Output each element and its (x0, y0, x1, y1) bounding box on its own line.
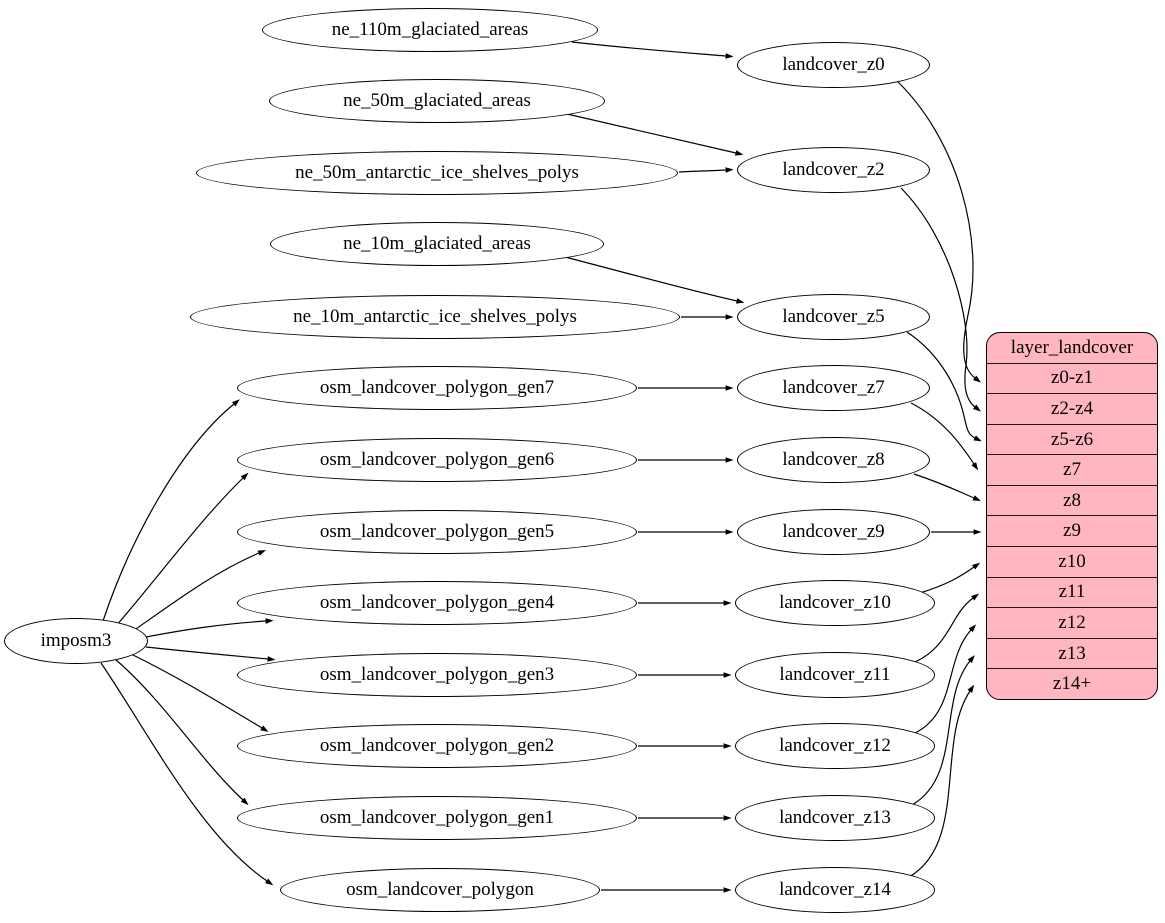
node-label: osm_landcover_polygon_gen4 (319, 592, 555, 613)
node-landcover-z14: landcover_z14 (735, 867, 935, 913)
table-row-z8: z8 (987, 484, 1157, 516)
table-row-z0-z1: z0-z1 (987, 362, 1157, 394)
node-label: landcover_z0 (782, 54, 885, 75)
node-landcover-z12: landcover_z12 (735, 723, 935, 769)
node-osm-landcover-polygon-gen7: osm_landcover_polygon_gen7 (237, 366, 637, 410)
node-label: osm_landcover_polygon_gen6 (319, 449, 555, 470)
edge-landcover_z8-row-z8 (913, 473, 981, 501)
edge-landcover_z10-row-z10 (919, 562, 981, 594)
node-ne-50m-antarctic-ice-shelves-polys: ne_50m_antarctic_ice_shelves_polys (196, 151, 678, 195)
node-label: ne_50m_glaciated_areas (343, 90, 531, 111)
table-row-label: z12 (1058, 611, 1086, 633)
node-landcover-z5: landcover_z5 (737, 294, 930, 340)
node-label: ne_50m_antarctic_ice_shelves_polys (295, 162, 579, 183)
edge-imposm3-osm_landcover_polygon_gen7 (102, 399, 240, 622)
edge-ne_10m_glaciated_areas-landcover_z5 (564, 256, 745, 304)
node-ne-110m-glaciated-areas: ne_110m_glaciated_areas (262, 8, 598, 52)
node-osm-landcover-polygon: osm_landcover_polygon (280, 868, 600, 912)
edge-ne_50m_glaciated_areas-landcover_z2 (566, 113, 744, 156)
node-landcover-z10: landcover_z10 (735, 580, 935, 626)
node-label: landcover_z5 (782, 306, 885, 327)
node-label: osm_landcover_polygon_gen5 (319, 521, 555, 542)
table-row-z13: z13 (987, 637, 1157, 669)
table-row-z2-z4: z2-z4 (987, 393, 1157, 424)
node-label: landcover_z13 (779, 807, 891, 828)
table-title: layer_landcover (1010, 336, 1134, 358)
edge-imposm3-osm_landcover_polygon_gen2 (130, 653, 269, 732)
node-label: landcover_z8 (782, 449, 885, 470)
edge-imposm3-osm_landcover_polygon_gen5 (132, 549, 266, 632)
node-osm-landcover-polygon-gen2: osm_landcover_polygon_gen2 (237, 724, 637, 768)
table-row-label: z10 (1058, 550, 1086, 572)
table-header: layer_landcover (987, 333, 1157, 363)
node-ne-10m-glaciated-areas: ne_10m_glaciated_areas (270, 222, 604, 266)
node-landcover-z8: landcover_z8 (737, 437, 930, 483)
edge-ne_110m_glaciated_areas-landcover_z0 (571, 41, 734, 59)
node-label: landcover_z10 (779, 592, 891, 613)
node-label: landcover_z2 (782, 159, 885, 180)
edge-imposm3-osm_landcover_polygon_gen4 (145, 618, 274, 638)
table-row-z10: z10 (987, 546, 1157, 577)
node-label: landcover_z12 (779, 735, 891, 756)
node-label: landcover_z11 (779, 664, 891, 685)
table-row-label: z0-z1 (1050, 367, 1094, 389)
table-row-label: z9 (1063, 520, 1081, 542)
node-label: osm_landcover_polygon_gen7 (319, 377, 555, 398)
node-landcover-z9: landcover_z9 (737, 509, 930, 555)
table-row-z7: z7 (987, 454, 1157, 485)
edge-landcover_z11-row-z11 (914, 593, 980, 663)
table-row-label: z11 (1058, 581, 1086, 603)
table-row-label: z8 (1063, 489, 1081, 511)
table-row-z5-z6: z5-z6 (987, 423, 1157, 455)
node-label: landcover_z7 (782, 377, 885, 398)
node-ne-50m-glaciated-areas: ne_50m_glaciated_areas (269, 79, 605, 123)
node-landcover-z7: landcover_z7 (737, 365, 930, 411)
node-label: osm_landcover_polygon_gen2 (319, 735, 555, 756)
node-landcover-z11: landcover_z11 (735, 652, 935, 698)
node-osm-landcover-polygon-gen5: osm_landcover_polygon_gen5 (237, 510, 637, 554)
edge-imposm3-osm_landcover_polygon_gen3 (145, 646, 276, 662)
edge-imposm3-osm_landcover_polygon_gen6 (115, 472, 249, 627)
table-row-z9: z9 (987, 515, 1157, 546)
edge-landcover_z2-row-z2-z4 (900, 187, 981, 412)
table-row-label: z2-z4 (1050, 397, 1094, 419)
node-label: landcover_z14 (779, 879, 891, 900)
node-label: osm_landcover_polygon_gen3 (319, 664, 555, 685)
edge-landcover_z5-row-z5-z6 (906, 331, 982, 442)
node-label: ne_10m_glaciated_areas (343, 233, 531, 254)
edge-imposm3-osm_landcover_polygon_gen1 (114, 658, 249, 806)
node-osm-landcover-polygon-gen4: osm_landcover_polygon_gen4 (237, 581, 637, 625)
edge-landcover_z0-row-z0-z1 (896, 80, 982, 383)
table-row-label: z14+ (1052, 673, 1092, 695)
edge-landcover_z12-row-z12 (914, 624, 977, 734)
node-landcover-z13: landcover_z13 (735, 795, 935, 841)
node-osm-landcover-polygon-gen6: osm_landcover_polygon_gen6 (237, 438, 637, 482)
node-label: ne_110m_glaciated_areas (331, 19, 529, 40)
edge-landcover_z13-row-z13 (911, 655, 975, 806)
node-ne-10m-antarctic-ice-shelves-polys: ne_10m_antarctic_ice_shelves_polys (190, 295, 680, 339)
node-label: osm_landcover_polygon (346, 879, 534, 900)
node-landcover-z0: landcover_z0 (737, 42, 930, 88)
table-layer-landcover: layer_landcover z0-z1 z2-z4 z5-z6 z7 z8 … (986, 332, 1158, 700)
edge-ne_50m_antarctic_ice_shelves_polys-landcover_z2 (678, 167, 734, 173)
node-label: imposm3 (40, 630, 112, 651)
edge-landcover_z7-row-z7 (910, 402, 979, 471)
node-label: osm_landcover_polygon_gen1 (319, 807, 555, 828)
edge-imposm3-osm_landcover_polygon (100, 662, 274, 886)
node-osm-landcover-polygon-gen3: osm_landcover_polygon_gen3 (237, 653, 637, 697)
table-row-label: z5-z6 (1050, 428, 1094, 450)
node-imposm3: imposm3 (4, 618, 148, 664)
table-row-label: z7 (1063, 459, 1081, 481)
node-label: landcover_z9 (782, 521, 885, 542)
node-landcover-z2: landcover_z2 (737, 147, 930, 193)
table-row-z12: z12 (987, 607, 1157, 638)
table-row-z11: z11 (987, 576, 1157, 608)
node-osm-landcover-polygon-gen1: osm_landcover_polygon_gen1 (237, 796, 637, 840)
node-label: ne_10m_antarctic_ice_shelves_polys (293, 306, 577, 327)
table-row-z14plus: z14+ (987, 668, 1157, 699)
edge-landcover_z14-row-z14plus (908, 684, 975, 878)
table-row-label: z13 (1058, 642, 1086, 664)
